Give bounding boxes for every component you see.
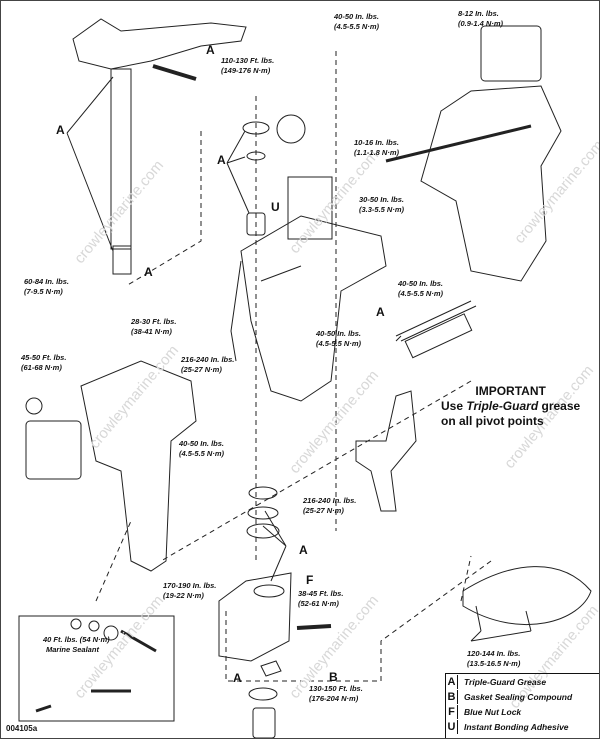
- key-letter: A: [217, 153, 226, 167]
- torque-callout: 45-50 Ft. lbs.(61-68 N·m): [21, 353, 67, 372]
- key-letter: A: [206, 43, 215, 57]
- torque-callout: 10-16 In. lbs.(1.1-1.8 N·m): [354, 138, 400, 157]
- torque-callout: 8-12 In. lbs.(0.9-1.4 N·m): [458, 9, 504, 28]
- torque-callout: 60-84 In. lbs.(7-9.5 N·m): [24, 277, 70, 296]
- torque-callout: 120-144 In. lbs.(13.5-16.5 N·m): [467, 649, 521, 668]
- key-letter: A: [144, 265, 153, 279]
- stern-bracket-left: [80, 360, 197, 572]
- plate: [462, 566, 592, 626]
- torque-callout: 30-50 In. lbs.(3.3-5.5 N·m): [359, 195, 405, 214]
- torque-callout: 216-240 In. lbs.(25-27 N·m): [303, 496, 357, 515]
- torque-callout: 216-240 In. lbs.(25-27 N·m): [181, 355, 235, 374]
- important-heading: IMPORTANT: [475, 384, 546, 398]
- important-note: IMPORTANT Use Triple-Guard grease on all…: [441, 384, 581, 428]
- key-letter: A: [376, 305, 385, 319]
- torque-callout: 40-50 In. lbs.(4.5-5.5 N·m): [316, 329, 362, 348]
- swivel-shaft: [110, 68, 132, 250]
- torque-callout: 40 Ft. lbs. (54 N·m)Marine Sealant: [43, 635, 110, 654]
- figure-id: 004105a: [6, 724, 38, 733]
- torque-callout: 130-150 Ft. lbs.(176-204 N·m): [309, 684, 363, 703]
- shaft-splines: [112, 245, 132, 275]
- lower-clamp: [218, 572, 292, 662]
- key-letter: A: [56, 123, 65, 137]
- torque-callout: 40-50 In. lbs.(4.5-5.5 N·m): [334, 12, 380, 31]
- key-letter: A: [299, 543, 308, 557]
- torque-callout: 170-190 In. lbs.(19-22 N·m): [163, 581, 217, 600]
- key-letter: U: [271, 200, 280, 214]
- torque-callout: 40-50 In. lbs.(4.5-5.5 N·m): [179, 439, 225, 458]
- key-letter: F: [306, 573, 314, 587]
- key-letter: B: [329, 670, 338, 684]
- torque-callout: 40-50 In. lbs.(4.5-5.5 N·m): [398, 279, 444, 298]
- steering-arm: [72, 18, 247, 70]
- hardware-inset: [18, 615, 175, 722]
- key-letter: A: [233, 671, 242, 685]
- torque-callout: 110-130 Ft. lbs.(149-176 N·m): [221, 56, 275, 75]
- swivel-bracket: [240, 215, 387, 402]
- torque-callout: 38-45 Ft. lbs.(52-61 N·m): [298, 589, 344, 608]
- stern-bracket-right: [420, 85, 562, 282]
- torque-callout: 28-30 Ft. lbs.(38-41 N·m): [131, 317, 177, 336]
